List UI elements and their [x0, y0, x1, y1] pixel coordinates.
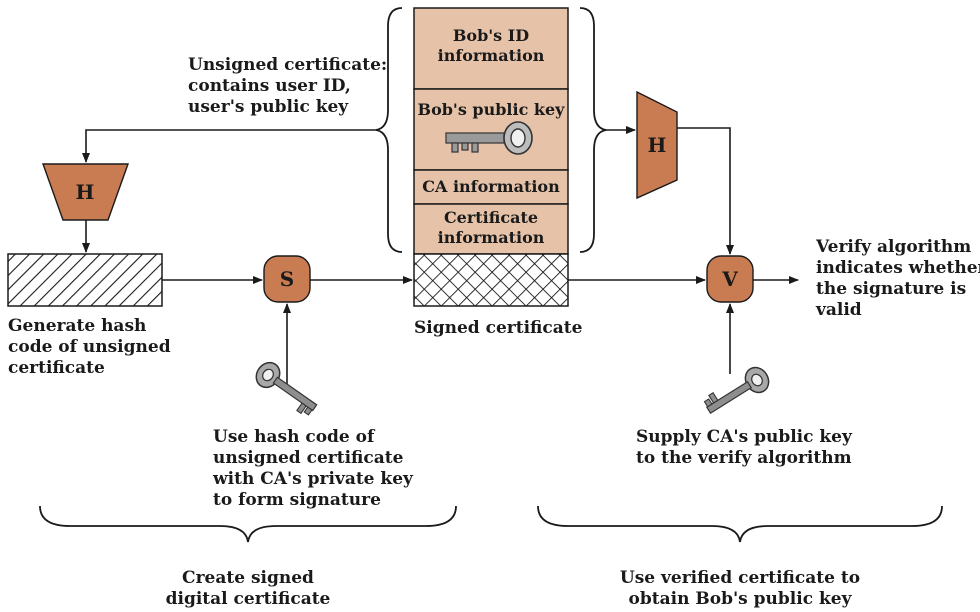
use-hash-code-label: Use hash code of unsigned certificate wi… — [213, 427, 413, 510]
cert-field-cert — [413, 203, 569, 255]
hash-code-block — [7, 253, 163, 307]
cert-field-cert-text: Certificate information — [437, 208, 545, 247]
hash-node-left — [42, 163, 129, 221]
hash-right-label: H — [647, 133, 667, 157]
create-signed-caption: Create signed digital certificate — [165, 568, 331, 609]
supply-public-key-label: Supply CA's public key to the verify alg… — [636, 427, 852, 468]
verify-result-label: Verify algorithm indicates whether the s… — [816, 237, 980, 320]
bottom-brace-right — [537, 505, 943, 543]
signature-block — [413, 253, 569, 307]
verify-label: V — [722, 267, 738, 291]
hash-node-right — [636, 90, 678, 200]
cert-field-key-text: Bob's public key — [417, 100, 565, 119]
use-verified-caption: Use verified certificate to obtain Bob's… — [619, 568, 861, 609]
cert-field-key — [413, 88, 569, 171]
cert-field-id — [413, 7, 569, 90]
arrow-unsigned-to-hash — [82, 129, 376, 163]
cert-field-id-text: Bob's ID information — [437, 26, 545, 65]
bottom-brace-left — [39, 505, 457, 543]
cert-field-ca-text: CA information — [422, 177, 560, 196]
hash-code-label: Generate hash code of unsigned certifica… — [8, 316, 171, 378]
sign-node — [263, 255, 311, 303]
cert-left-brace — [375, 7, 403, 253]
cert-right-brace — [579, 7, 607, 253]
public-key-icon — [701, 362, 774, 422]
verify-node — [706, 255, 754, 303]
hash-left-label: H — [75, 180, 95, 204]
unsigned-certificate-label: Unsigned certificate: contains user ID, … — [188, 55, 388, 117]
arrow-hash-to-verify — [677, 127, 734, 255]
sign-label: S — [279, 267, 295, 291]
signed-certificate-label: Signed certificate — [414, 318, 583, 338]
